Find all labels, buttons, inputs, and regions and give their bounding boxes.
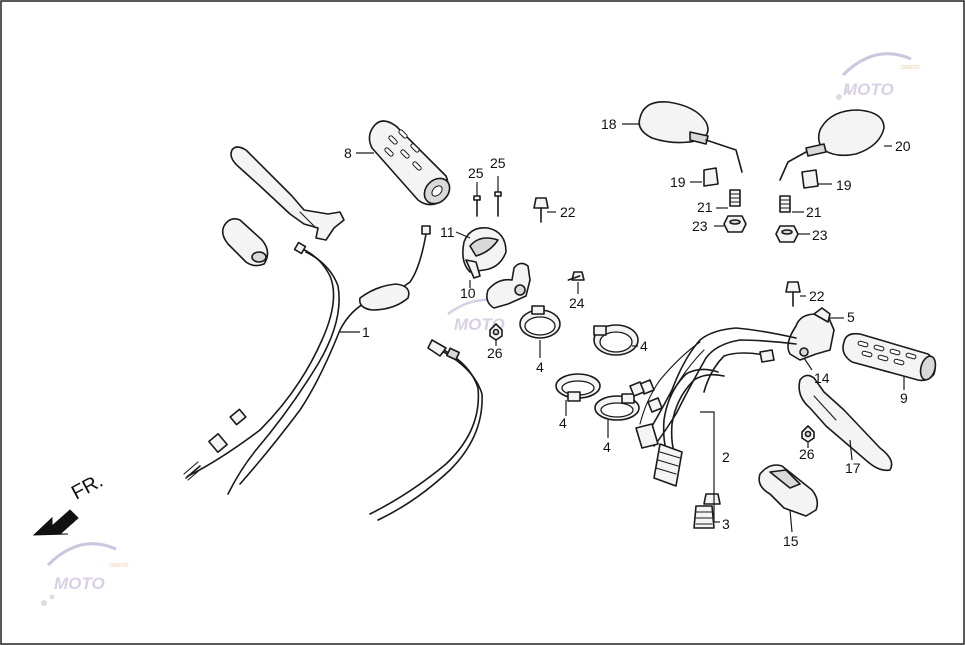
- callout-23b: 23: [812, 227, 828, 243]
- throttle-cable-lower: [369, 339, 483, 521]
- callout-19a: 19: [670, 174, 686, 190]
- mirror-cap-19a: [703, 167, 719, 187]
- callout-4a: 4: [536, 359, 544, 375]
- callout-3: 3: [722, 516, 730, 532]
- lever-dust-cover: [221, 218, 269, 267]
- hose-clamp-4c: [555, 373, 601, 402]
- watermark-sub: GIRIITO: [110, 563, 129, 569]
- left-grip: [368, 120, 451, 206]
- callout-1: 1: [362, 324, 370, 340]
- throttle-cables: [183, 225, 431, 495]
- callout-5: 5: [847, 309, 855, 325]
- hose-clamp-4a: [519, 305, 561, 339]
- cable-boot: [693, 493, 721, 529]
- mirror-adapter-21a: [729, 189, 741, 207]
- callout-22a: 22: [560, 204, 576, 220]
- throttle-bracket: [486, 262, 531, 309]
- callout-15: 15: [783, 533, 799, 549]
- callout-21b: 21: [806, 204, 822, 220]
- washer-26a: [489, 323, 503, 341]
- callout-18: 18: [601, 116, 617, 132]
- mirror-nut-23a: [723, 215, 747, 233]
- bolt-22b: [785, 281, 801, 307]
- callout-22b: 22: [809, 288, 825, 304]
- mirror-adapter-21b: [779, 195, 791, 213]
- callout-21a: 21: [697, 199, 713, 215]
- mirror-nut-23b: [775, 225, 799, 243]
- watermark-bottom-left: MOTO GIRIITO: [41, 542, 129, 606]
- right-grip: [842, 332, 937, 382]
- callout-9: 9: [900, 390, 908, 406]
- callout-25b: 25: [490, 155, 506, 171]
- lever-cover-right: [758, 464, 819, 517]
- callout-26b: 26: [799, 446, 815, 462]
- callout-labels: 1 2 3 4 4 4 4 5 8 9 10 11 14 15 17 18 19…: [344, 116, 911, 549]
- callout-14: 14: [814, 370, 830, 386]
- callout-25a: 25: [468, 165, 484, 181]
- clutch-cable: [653, 368, 725, 487]
- front-direction-arrow: FR.: [32, 470, 107, 536]
- watermark-top-right: MOTO GIRIITO: [836, 52, 920, 100]
- watermark-text: MOTO: [54, 574, 105, 593]
- hose-clamp-4d: [594, 393, 640, 421]
- callout-8: 8: [344, 145, 352, 161]
- leader-lines: [340, 123, 905, 533]
- screw-25a: [473, 195, 481, 217]
- brake-lever-right: [798, 374, 893, 472]
- lever-holder: [787, 307, 835, 361]
- callout-4d: 4: [603, 439, 611, 455]
- mirror-left: [638, 101, 743, 173]
- watermark-sub: GIRIITO: [901, 65, 920, 71]
- callout-11: 11: [440, 224, 455, 240]
- switch-harness: [629, 327, 797, 449]
- callout-4b: 4: [640, 338, 648, 354]
- callout-26a: 26: [487, 345, 503, 361]
- callout-19b: 19: [836, 177, 852, 193]
- callout-2: 2: [722, 449, 730, 465]
- direction-label: FR.: [68, 470, 107, 505]
- callout-10: 10: [460, 285, 476, 301]
- hose-clamp-4b: [593, 324, 639, 356]
- callout-23a: 23: [692, 218, 708, 234]
- bolt-22a: [533, 197, 549, 223]
- mirror-cap-19b: [801, 169, 819, 189]
- throttle-housing: [462, 226, 507, 279]
- callout-17: 17: [845, 460, 861, 476]
- screw-24: [567, 271, 585, 281]
- callout-24: 24: [569, 295, 585, 311]
- screw-25b: [494, 191, 502, 217]
- clutch-lever-left: [230, 146, 345, 241]
- washer-26b: [801, 425, 815, 443]
- mirror-right: [779, 109, 885, 181]
- watermark-text: MOTO: [843, 80, 894, 99]
- callout-20: 20: [895, 138, 911, 154]
- callout-4c: 4: [559, 415, 567, 431]
